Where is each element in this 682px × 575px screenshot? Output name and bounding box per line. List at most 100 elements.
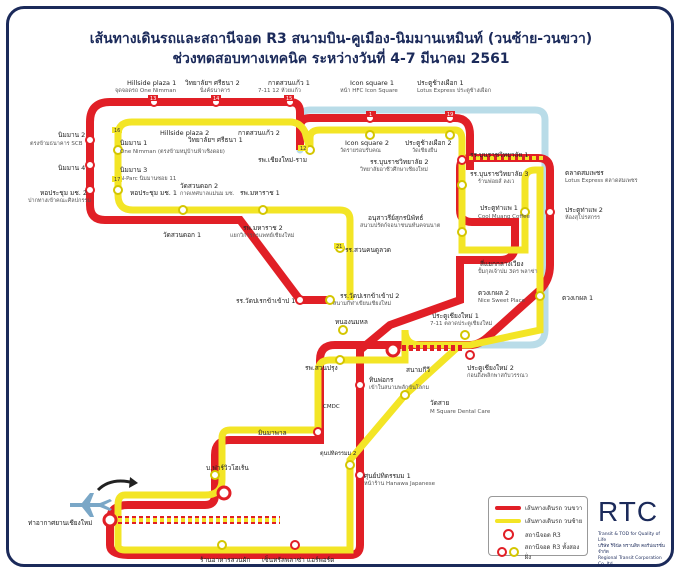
rtc-tagline: Transit & TOD for Quality of Life บริษัท… <box>598 532 666 568</box>
station-label: นิมมาน 3 <box>120 166 147 174</box>
station-label: รร.สวนคนดูลวด <box>345 246 391 254</box>
rtc-tagline-en: Transit & TOD for Quality of Life <box>598 532 660 543</box>
station-label: วัดสาย <box>430 399 449 407</box>
station-dot <box>216 485 232 501</box>
station-number: 19 <box>447 112 453 118</box>
station-dot <box>535 291 545 301</box>
station-sublabel: ปากทางเข้าคณะศิลปกรรม <box>28 197 91 204</box>
station-number: 14 <box>213 96 219 102</box>
station-label: ประตูเชียงใหม่ 2 <box>467 364 514 372</box>
station-label: นิมมาน 2 <box>58 131 85 139</box>
legend-yellow-swatch <box>495 519 521 523</box>
station-sublabel: Cool Muang Coffee <box>478 214 531 220</box>
station-label: ท่าอากาศยานเชียงใหม่ <box>28 519 92 527</box>
station-dot <box>457 227 467 237</box>
rtc-logo: RTC <box>598 496 659 527</box>
station-number-badge <box>148 95 158 101</box>
legend-stop-swatch <box>495 529 521 540</box>
station-dot <box>460 330 470 340</box>
station-number: 1 <box>369 112 372 118</box>
rtc-brand: RTC Transit & TOD for Quality of Life บร… <box>594 496 666 567</box>
station-label: เซ็นทรัลพลาซ่า แอร์พอร์ต <box>262 555 334 564</box>
station-sublabel: Nice Sweet Place <box>478 298 526 304</box>
legend-red-label: เส้นทางเดินรถ วนขวา <box>525 505 583 512</box>
station-label: สนามกีวี <box>406 366 430 374</box>
station-dot <box>102 512 118 528</box>
station-sublabel: One Nimman (ตรงข้ามหมู่บ้านฟ้าเชิงดอย) <box>120 148 225 155</box>
rtc-company-th: บริษัท ริจินัล ทรานสิท คอร์ปอเรชั่น จำกั… <box>598 544 665 555</box>
station-dot <box>290 540 300 550</box>
station-dot <box>345 460 355 470</box>
station-label: อนุสาวรีย์สุกรนิพัทธ์ <box>368 214 423 222</box>
station-sublabel: วิทยาลัยอาชีวศึกษาเชียงใหม่ <box>359 166 428 173</box>
station-label: ประตูท่าแพ 2 <box>565 206 603 214</box>
station-sublabel: นิ่งค์ธนาคาร <box>199 86 230 94</box>
station-dot <box>113 145 123 155</box>
station-label: รพ.เชียงใหม่-ราม <box>258 156 307 164</box>
station-label: ทินพ่อกร <box>369 376 394 384</box>
station-sublabel: หน้าร้าน Hanawa Japanese <box>364 480 436 487</box>
legend-stop-label: สถานีจอด R3 <box>525 531 561 539</box>
station-label: วัดสวนดอก 1 <box>163 231 201 239</box>
station-label: กาดสวนแก้ว 2 <box>238 129 280 137</box>
station-label: รร.บุนราชวิทยาลัย 2 <box>370 158 429 166</box>
station-sublabel: 7-11 12 ห้วยแก้ว <box>258 87 301 94</box>
station-number-badge <box>112 176 122 182</box>
legend-stop-both: สถานีจอด R3 ทั้งสองฝั่ง <box>495 542 585 562</box>
station-dot <box>85 135 95 145</box>
station-sublabel: ร้านฟอยส์ ลงเว <box>478 178 514 185</box>
map-legend: เส้นทางเดินรถ วนขวา เส้นทางเดินรถ วนซ้าย… <box>488 496 588 561</box>
station-dot <box>85 160 95 170</box>
station-dot <box>445 130 455 140</box>
station-label: นิมมาน 1 <box>120 139 147 147</box>
legend-stop: สถานีจอด R3 <box>495 529 585 540</box>
station-number-badge <box>211 95 221 101</box>
station-sublabel: Lotus Express ประตูช้างเผือก <box>417 87 491 94</box>
station-sublabel: ปั้มกุลเจ้าปม 3ดร พลาซ่า <box>478 267 538 275</box>
station-dot <box>457 155 467 165</box>
station-label: Hillside plaza 1 <box>127 79 176 87</box>
station-label: หอประชุม มช. 2 <box>40 189 87 197</box>
station-label: กาดสวนแก้ว 1 <box>268 79 310 87</box>
station-dot <box>217 540 227 550</box>
station-label: วิทยาลัยฯ ศรีธนา 1 <box>188 136 243 144</box>
station-label: Icon square 1 <box>350 79 394 87</box>
station-dot <box>295 295 305 305</box>
station-sublabel: ก่อนถึงพลิกพาสกับวรรณว <box>467 372 528 379</box>
station-label: ประตูช้างเผือก 2 <box>405 139 452 147</box>
station-number: 16 <box>114 128 120 134</box>
station-label: ประตูช้างเผือก 1 <box>417 79 464 87</box>
station-label: รร.วัดปเรกข้าเข้าป 2 <box>340 292 399 300</box>
station-label: วัดสวนดอก 2 <box>180 182 218 190</box>
station-label: รร.บุนราชวิทยาลัย 3 <box>470 170 529 178</box>
station-markers <box>85 97 555 550</box>
station-label: ประตูท่าแพ 1 <box>480 204 518 212</box>
station-number-badge <box>366 111 376 117</box>
station-label: มินมาพาล <box>258 429 287 437</box>
station-number-badge <box>334 243 344 249</box>
legend-yellow-label: เส้นทางเดินรถ วนซ้าย <box>525 518 583 525</box>
rtc-company-en: Regional Transit Corporation Co.,ltd. <box>598 556 662 567</box>
station-sublabel: หน้า HFC Icon Square <box>340 87 398 94</box>
arrow-head-icon <box>129 477 138 488</box>
yellow-route <box>114 118 544 554</box>
station-sublabel: ตรงข้ามธนาคาร SCB <box>30 140 83 147</box>
station-dot <box>325 295 335 305</box>
station-label: ศุนย์ปทิดรรมม 1 <box>364 472 411 480</box>
red-route-west <box>86 180 330 304</box>
station-sublabel: วัดรายรอบรับคณ <box>340 147 381 154</box>
station-label: รร.บุนราชวิทยาลัย 1 <box>470 151 529 159</box>
station-sublabel: วัดเชียงยืน <box>412 147 437 154</box>
station-dot <box>313 427 323 437</box>
station-dot <box>85 185 95 195</box>
station-dot <box>355 380 365 390</box>
station-dot <box>335 355 345 365</box>
station-label: Icon square 2 <box>345 139 389 147</box>
station-sublabel: กาดเทศบาลแม่นม มช. <box>180 190 235 197</box>
station-dot <box>338 325 348 335</box>
station-dot <box>457 180 467 190</box>
station-label: รพ.มหาราช 1 <box>240 189 280 197</box>
station-number-badge <box>112 127 122 133</box>
station-dot <box>113 185 123 195</box>
